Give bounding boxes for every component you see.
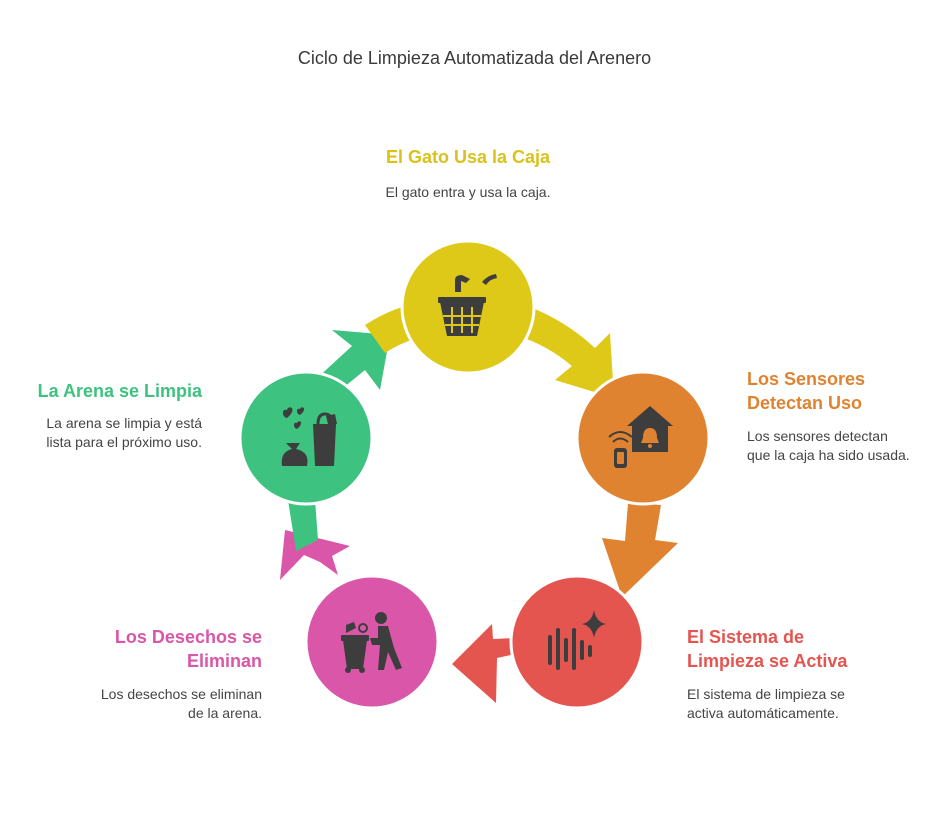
step-1-title: El Gato Usa la Caja <box>385 147 551 167</box>
step-3-description-line-2: activa automáticamente. <box>687 705 839 721</box>
sound-wave-sparkle-icon <box>548 610 606 670</box>
step-3-description-line-1: El sistema de limpieza se <box>687 686 845 702</box>
step-5-description-line-1: La arena se limpia y está <box>46 415 202 431</box>
arrow-red-to-pink <box>452 624 520 703</box>
step-5-description: La arena se limpia y está lista para el … <box>10 414 202 452</box>
diagram-title: Ciclo de Limpieza Automatizada del Arene… <box>297 48 652 68</box>
arrow-yellow-to-orange <box>518 305 614 398</box>
step-3-title: El Sistema de Limpieza se Activa <box>687 625 927 673</box>
step-5-description-line-2: lista para el próximo uso. <box>46 434 202 450</box>
step-4-title: Los Desechos se Eliminan <box>40 625 262 673</box>
step-2-title: Los Sensores Detectan Uso <box>747 367 937 415</box>
step-2-description-line-1: Los sensores detectan <box>747 428 888 444</box>
step-3-description: El sistema de limpieza se activa automát… <box>687 685 927 723</box>
clean-bags-icon <box>281 407 337 466</box>
step-3-title-line-2: Limpieza se Activa <box>687 651 848 671</box>
step-circle-5 <box>238 370 374 506</box>
step-2-title-line-2: Detectan Uso <box>747 393 863 413</box>
person-dumping-trash-icon <box>341 612 402 673</box>
step-3-title-line-1: El Sistema de <box>687 627 805 647</box>
trash-basket-icon <box>438 274 497 336</box>
arrow-orange-to-red <box>602 503 678 597</box>
step-2-description-line-2: que la caja ha sido usada. <box>747 447 910 463</box>
smart-home-sensor-icon <box>608 406 673 468</box>
step-circle-3 <box>509 574 645 710</box>
step-2-description: Los sensores detectan que la caja ha sid… <box>747 427 942 465</box>
step-1-description: El gato entra y usa la caja. <box>385 184 551 200</box>
arrow-pink-to-green-base <box>288 500 318 551</box>
step-4-title-line-2: Eliminan <box>186 651 262 671</box>
step-4-description: Los desechos se eliminan de la arena. <box>40 685 262 723</box>
step-4-description-line-1: Los desechos se eliminan <box>100 686 262 702</box>
step-5-title: La Arena se Limpia <box>37 381 202 401</box>
step-4-description-line-2: de la arena. <box>188 705 262 721</box>
step-4-title-line-1: Los Desechos se <box>114 627 262 647</box>
step-2-title-line-1: Los Sensores <box>747 369 866 389</box>
